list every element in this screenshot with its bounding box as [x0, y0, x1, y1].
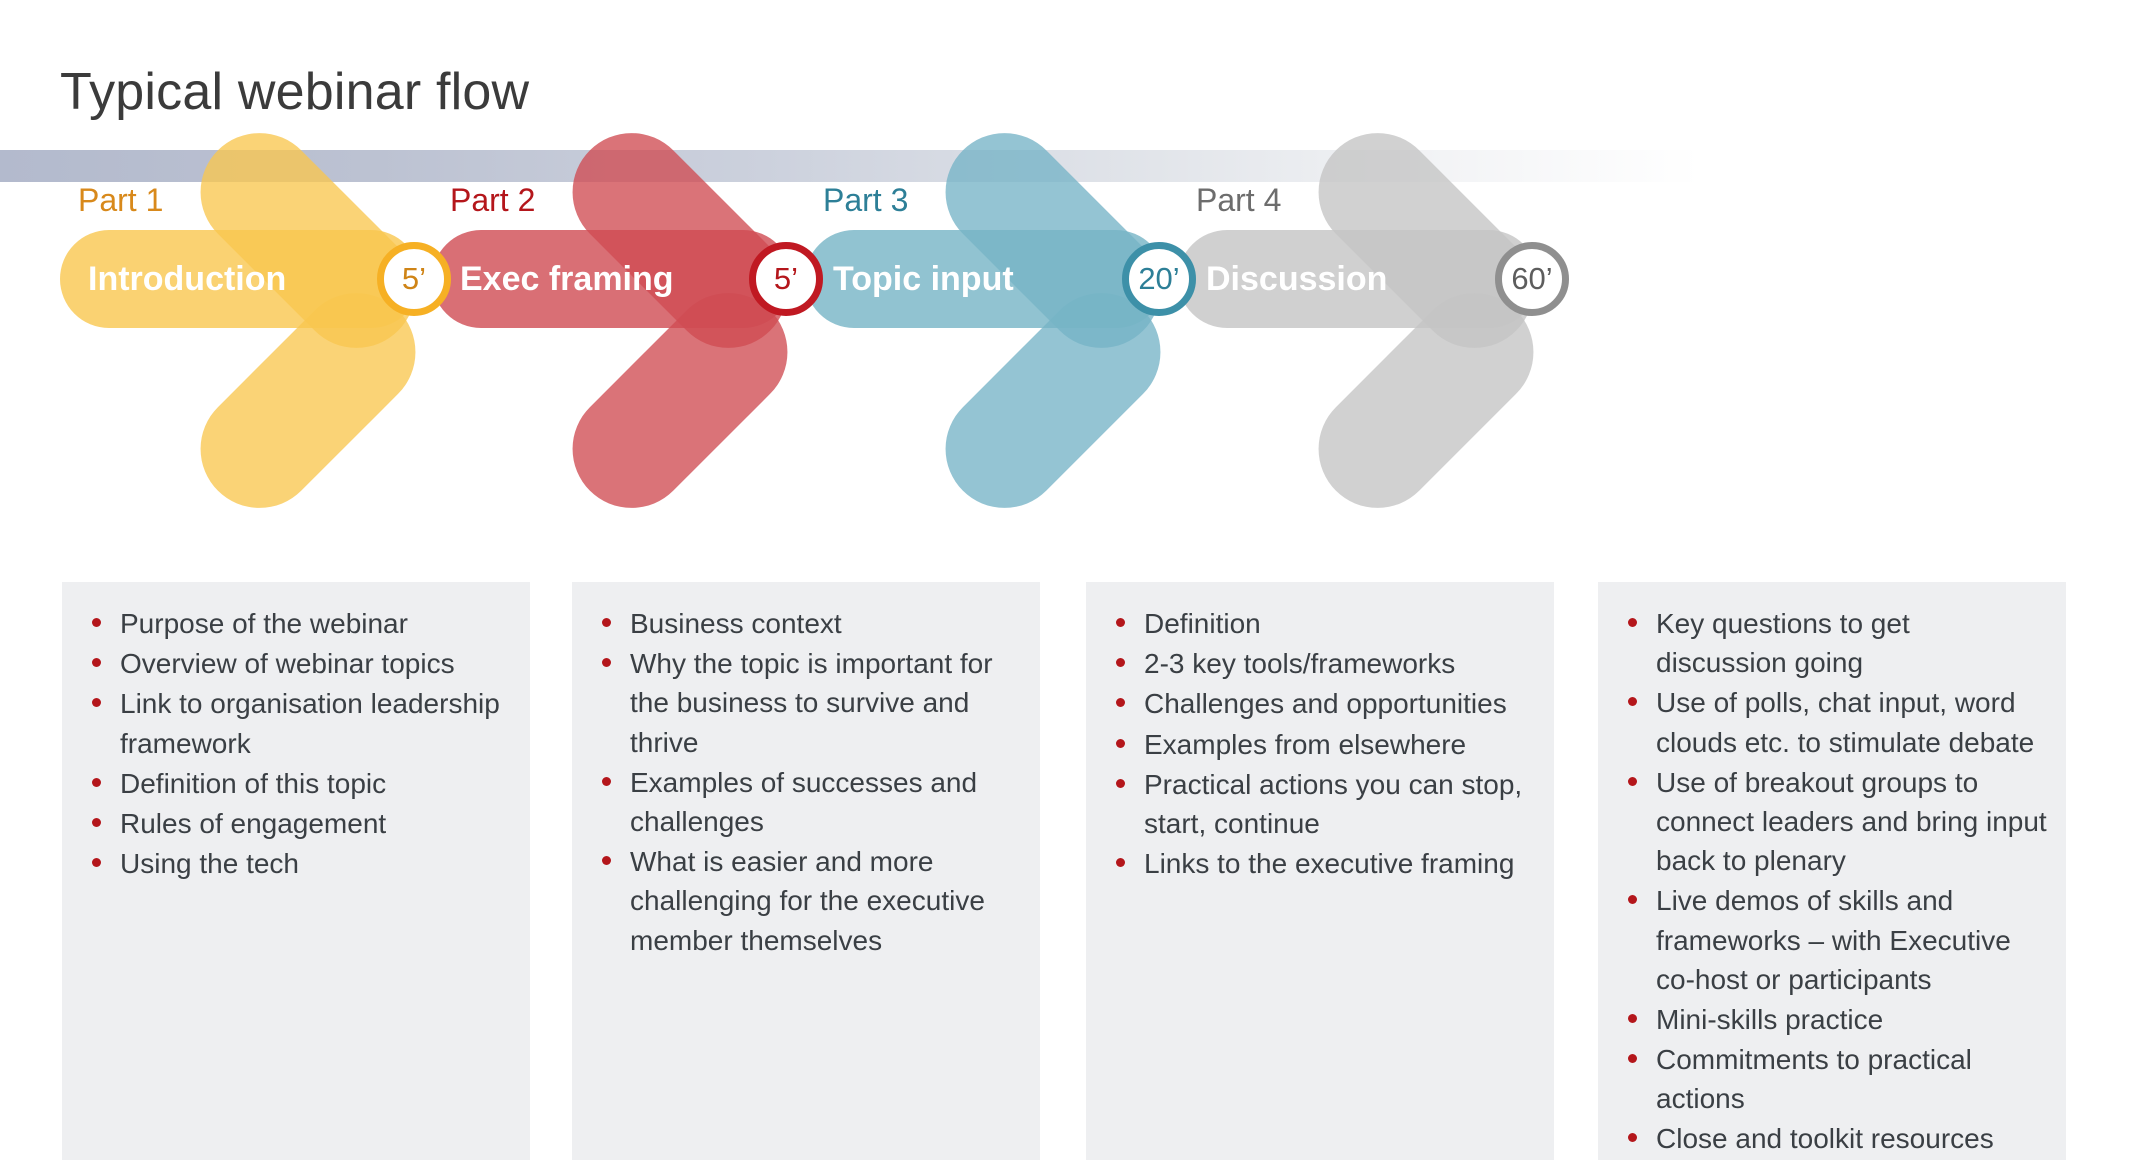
- bullet-item: Live demos of skills and frameworks – wi…: [1620, 881, 2048, 999]
- bullet-item: Use of polls, chat input, word clouds et…: [1620, 683, 2048, 761]
- bullet-item: Link to organisation leadership framewor…: [84, 684, 512, 762]
- bullet-item: Business context: [594, 604, 1022, 643]
- bullet-item: Purpose of the webinar: [84, 604, 512, 643]
- arrow-stage-4: Part 4 Discussion 60’: [1178, 108, 1668, 532]
- page-title: Typical webinar flow: [60, 63, 530, 121]
- bullet-item: Links to the executive framing: [1108, 844, 1536, 883]
- part-label-2: Part 2: [450, 182, 536, 218]
- bullet-item: Key questions to get discussion going: [1620, 604, 2048, 682]
- bullet-item: Definition: [1108, 604, 1536, 643]
- bullet-item: Use of breakout groups to connect leader…: [1620, 763, 2048, 881]
- bullet-item: Commitments to practical actions: [1620, 1040, 2048, 1118]
- bullet-item: Using the tech: [84, 844, 512, 883]
- arrow-stage-3: Part 3 Topic input 20’: [805, 108, 1295, 532]
- duration-badge-2: 5’: [749, 242, 823, 316]
- duration-badge-3: 20’: [1122, 242, 1196, 316]
- stage-label-2: Exec framing: [460, 260, 674, 298]
- stage-label-3: Topic input: [833, 260, 1014, 298]
- bullet-item: Why the topic is important for the busin…: [594, 644, 1022, 762]
- arrow-body-bar-2: [432, 230, 792, 328]
- bullet-item: Rules of engagement: [84, 804, 512, 843]
- bullet-item: Examples of successes and challenges: [594, 763, 1022, 841]
- bullet-item: Practical actions you can stop, start, c…: [1108, 765, 1536, 843]
- bullet-item: Close and toolkit resources: [1620, 1119, 2048, 1158]
- part-label-4: Part 4: [1196, 182, 1282, 218]
- arrow-body-bar-1: [60, 230, 420, 328]
- arrow-shape-4: [1178, 108, 1668, 532]
- arrow-shape-3: [805, 108, 1295, 532]
- arrow-shape-1: [60, 108, 550, 532]
- bullet-item: Examples from elsewhere: [1108, 725, 1536, 764]
- arrow-body-bar-4: [1178, 230, 1538, 328]
- arrow-stage-2: Part 2 Exec framing 5’: [432, 108, 922, 532]
- arrow-stage-1: Part 1 Introduction 5’: [60, 108, 550, 532]
- arrow-body-bar-3: [805, 230, 1165, 328]
- arrow-shape-2: [432, 108, 922, 532]
- bullet-item: Mini-skills practice: [1620, 1000, 2048, 1039]
- stage-label-4: Discussion: [1206, 260, 1388, 298]
- stage-label-1: Introduction: [88, 260, 287, 298]
- bullet-item: 2-3 key tools/frameworks: [1108, 644, 1536, 683]
- bullet-item: Overview of webinar topics: [84, 644, 512, 683]
- bullet-item: Definition of this topic: [84, 764, 512, 803]
- duration-badge-1: 5’: [377, 242, 451, 316]
- duration-badge-4: 60’: [1495, 242, 1569, 316]
- bullet-item: What is easier and more challenging for …: [594, 842, 1022, 960]
- bullet-item: Challenges and opportunities: [1108, 684, 1536, 723]
- part-label-3: Part 3: [823, 182, 909, 218]
- part-label-1: Part 1: [78, 182, 164, 218]
